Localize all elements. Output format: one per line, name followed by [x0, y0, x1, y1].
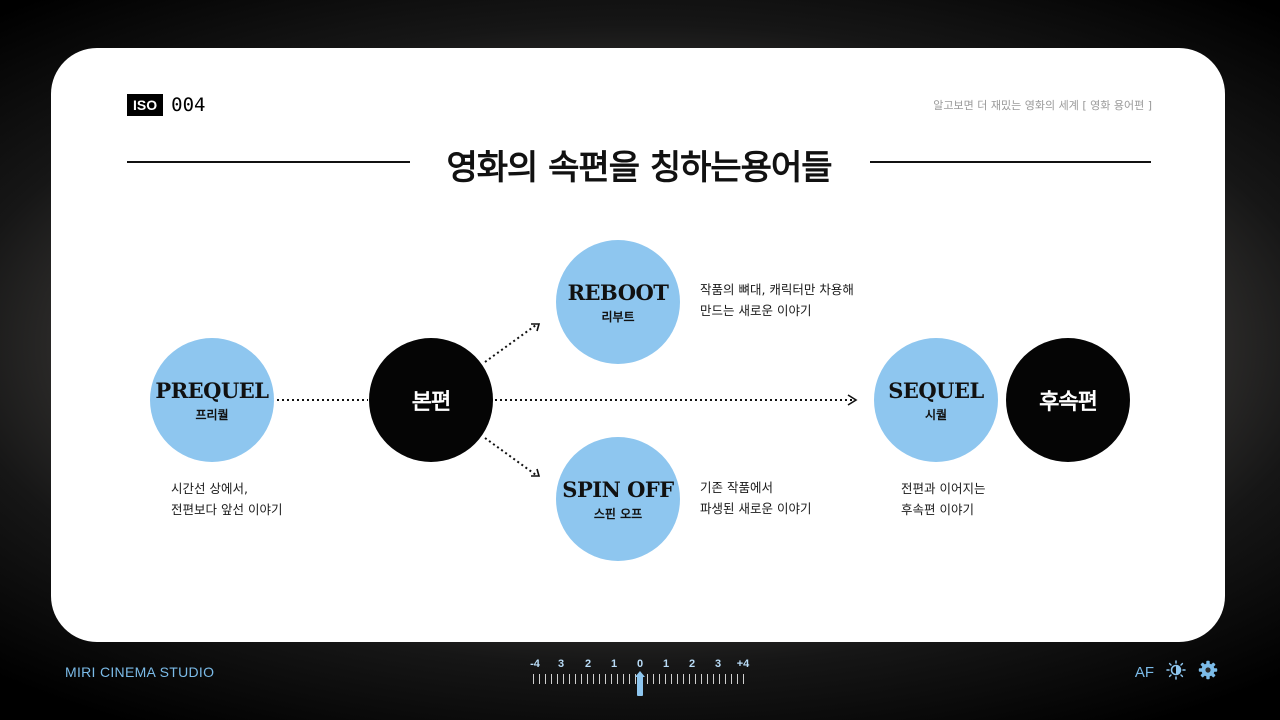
exposure-scale[interactable]: -4 3 2 1 0 1 2 3 +4: [525, 656, 755, 700]
iso-label: ISO: [127, 94, 164, 116]
node-sequel: SEQUEL 시퀄: [874, 338, 998, 462]
scale-label: 2: [688, 658, 696, 670]
page-title: 영화의 속편을 칭하는용어들: [446, 148, 832, 188]
title-divider-left: [127, 161, 410, 163]
spinoff-en: SPIN OFF: [562, 476, 674, 502]
prequel-desc-line-1: 시간선 상에서,: [171, 481, 248, 496]
prequel-en: PREQUEL: [155, 377, 269, 403]
scale-label: 1: [662, 658, 670, 670]
sequel-en: SEQUEL: [888, 377, 984, 403]
sequel-ko: 시퀄: [924, 407, 948, 422]
arrowhead-reboot: [531, 323, 541, 332]
arrow-main-reboot: [484, 324, 537, 363]
node-next-film: 후속편: [1006, 338, 1130, 462]
studio-name: MIRI CINEMA STUDIO: [65, 664, 215, 680]
node-reboot: REBOOT 리부트: [556, 240, 680, 364]
series-title: 알고보면 더 재밌는 영화의 세계 [ 영화 용어편 ]: [933, 99, 1152, 112]
sequel-desc: 전편과 이어지는 후속편 이야기: [901, 478, 985, 520]
arrowhead-spinoff: [531, 468, 541, 477]
spinoff-desc-line-2: 파생된 새로운 이야기: [700, 501, 812, 516]
reboot-desc-line-1: 작품의 뼈대, 캐릭터만 차용해: [700, 282, 854, 297]
settings-icon[interactable]: [1198, 660, 1218, 684]
reboot-desc: 작품의 뼈대, 캐릭터만 차용해 만드는 새로운 이야기: [700, 279, 854, 321]
af-button[interactable]: AF: [1134, 663, 1154, 681]
camera-controls: AF: [1135, 660, 1218, 684]
scale-label: 1: [610, 658, 618, 670]
iso-tag: ISO 004: [127, 94, 205, 116]
node-spin-off: SPIN OFF 스핀 오프: [556, 437, 680, 561]
prequel-ko: 프리퀄: [195, 407, 229, 422]
scale-label: 0: [636, 658, 644, 670]
title-divider-right: [870, 161, 1151, 163]
spinoff-ko: 스핀 오프: [593, 506, 643, 521]
brightness-icon[interactable]: [1166, 660, 1186, 684]
spinoff-desc: 기존 작품에서 파생된 새로운 이야기: [700, 477, 811, 519]
arrow-main-spinoff: [484, 437, 537, 476]
main-film-label: 본편: [411, 390, 451, 415]
iso-value: 004: [171, 94, 206, 116]
scale-label: 3: [557, 658, 565, 670]
sequel-desc-line-2: 후속편 이야기: [901, 502, 974, 517]
reboot-en: REBOOT: [567, 279, 669, 305]
sequel-desc-line-1: 전편과 이어지는: [901, 481, 986, 496]
scale-label: -4: [530, 658, 540, 670]
prequel-desc-line-2: 전편보다 앞선 이야기: [171, 502, 283, 517]
scale-label: +4: [736, 658, 750, 670]
reboot-desc-line-2: 만드는 새로운 이야기: [700, 303, 812, 318]
scale-label: 2: [584, 658, 592, 670]
node-prequel: PREQUEL 프리퀄: [150, 338, 274, 462]
title-row: 영화의 속편을 칭하는용어들: [127, 140, 1151, 188]
scale-label: 3: [714, 658, 722, 670]
prequel-desc: 시간선 상에서, 전편보다 앞선 이야기: [171, 478, 282, 520]
node-main-film: 본편: [369, 338, 493, 462]
spinoff-desc-line-1: 기존 작품에서: [700, 480, 773, 495]
next-film-label: 후속편: [1039, 390, 1098, 415]
exposure-marker[interactable]: [635, 671, 645, 696]
reboot-ko: 리부트: [601, 309, 635, 324]
arrowhead-sequel: [847, 394, 858, 406]
